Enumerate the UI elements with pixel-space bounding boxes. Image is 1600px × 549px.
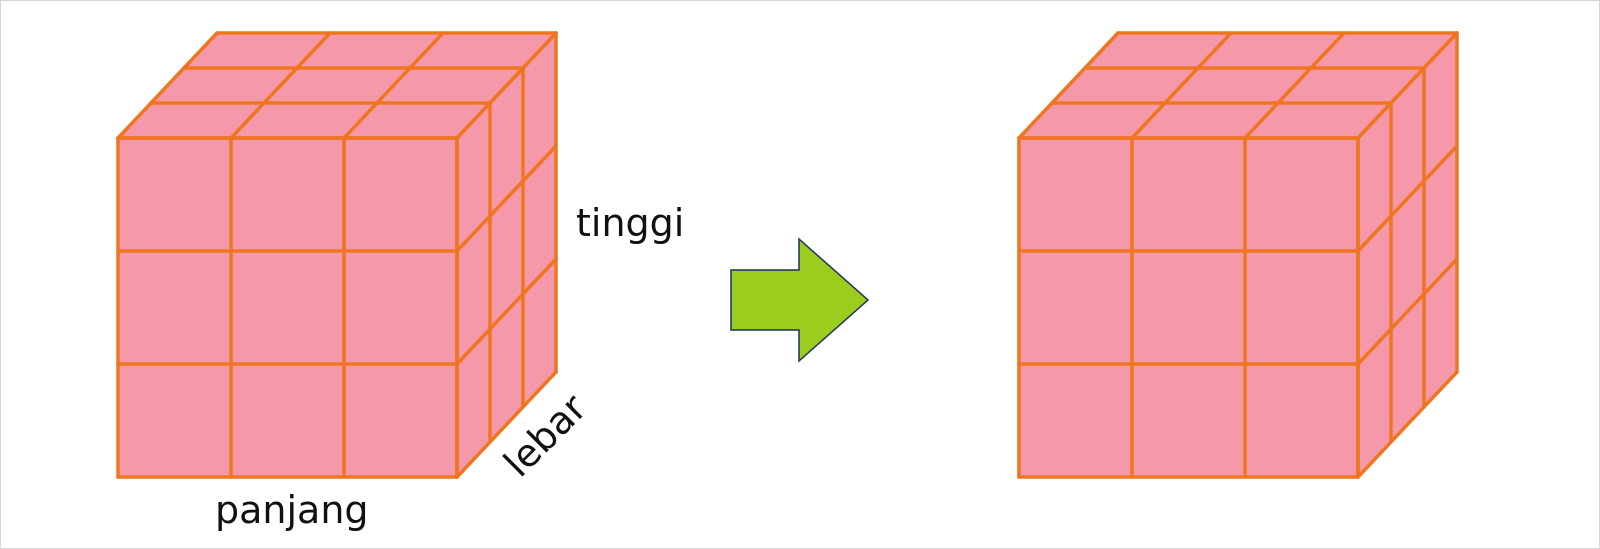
right-cube-side-face (1358, 33, 1457, 477)
left-cube-side-grid-line (455, 31, 558, 140)
left-cube-top-grid-line (116, 31, 219, 140)
label-height: tinggi (576, 201, 684, 245)
right-cube-top-grid-line (1130, 31, 1233, 140)
left-cube (116, 31, 558, 479)
left-cube-top-face (118, 33, 556, 138)
right-cube-side-grid-line (1356, 31, 1459, 140)
right-cube-top-face (1019, 33, 1457, 138)
right-cube-side-grid-line (1356, 370, 1459, 479)
left-cube-side-face (457, 33, 556, 477)
right-cube-side-grid-line (1356, 144, 1459, 253)
left-cube-top-grid-line (229, 31, 332, 140)
right-cube-front-face (1019, 138, 1358, 477)
right-cube (1017, 31, 1459, 479)
left-cube-top-grid-line (342, 31, 445, 140)
left-cube-side-grid-line (455, 257, 558, 366)
label-length: panjang (215, 488, 369, 532)
left-cube-side-grid-line (455, 370, 558, 479)
right-cube-top-grid-line (1017, 31, 1120, 140)
left-cube-front-face (118, 138, 457, 477)
right-cube-top-grid-line (1243, 31, 1346, 140)
right-cube-side-grid-line (1356, 257, 1459, 366)
right-arrow-icon (730, 237, 870, 363)
left-cube-side-grid-line (455, 144, 558, 253)
